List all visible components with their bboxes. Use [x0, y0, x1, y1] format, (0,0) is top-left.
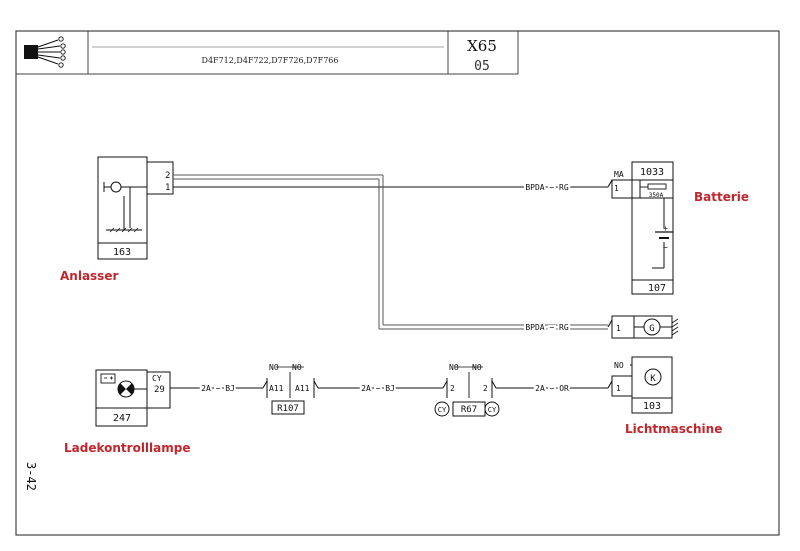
wire-label-alternator: BPDA − RG	[525, 323, 569, 332]
r67-id: R67	[461, 405, 477, 415]
page-ref: 3-42	[24, 462, 38, 491]
wire-label-lamp-r107: 2A − BJ	[201, 384, 235, 393]
wire-label-r107-r67: 2A − BJ	[361, 384, 395, 393]
battery-terminal-label: MA	[614, 170, 624, 179]
alternator-pin-no: NO	[614, 361, 624, 370]
battery-plus: +	[663, 224, 668, 233]
r67-right-no: NO	[472, 363, 482, 372]
warning-lamp-label: Ladekontrolllampe	[64, 441, 191, 455]
starter-component: 2 1 163	[97, 156, 174, 260]
lamp-pin: 29	[154, 385, 165, 395]
header: D4F712,D4F722,D7F726,D7F766 X65 05	[16, 31, 519, 75]
lamp-color-code: CY	[152, 374, 162, 383]
fuse-icon	[640, 183, 667, 190]
alternator-pin-g: 1	[616, 324, 621, 333]
battery-label: Batterie	[694, 190, 749, 204]
connector-logo-icon	[24, 36, 66, 68]
excitation-icon: K	[644, 368, 662, 386]
alternator-label: Lichtmaschine	[625, 422, 722, 436]
alternator-component: 1 G NO 1 K 103	[611, 315, 679, 414]
r67-left-color: CY	[438, 406, 447, 414]
lamp-icon	[117, 380, 147, 398]
r107-right-pin: A11	[295, 384, 310, 393]
r67-left-no: NO	[449, 363, 459, 372]
starter-id: 163	[113, 247, 131, 258]
svg-text:G: G	[649, 324, 654, 334]
starter-label: Anlasser	[60, 269, 118, 283]
r67-right-pin: 2	[483, 384, 488, 393]
battery-component: 1033 MA 1 350A + − 107	[611, 161, 674, 295]
alternator-id: 103	[643, 401, 661, 412]
fuse-rating: 350A	[649, 192, 664, 199]
wire-starter-alternator	[173, 174, 613, 336]
r107-left-pin: A11	[269, 384, 284, 393]
battery-minus: −	[663, 243, 668, 252]
starter-motor-icon	[103, 181, 147, 233]
page-number: 05	[474, 59, 490, 74]
page-frame	[15, 30, 780, 536]
r67-right-color: CY	[488, 406, 497, 414]
alternator-pin-k: 1	[616, 384, 621, 393]
wire-label-r67-alternator: 2A − OR	[535, 384, 569, 393]
generator-icon: G	[634, 318, 679, 336]
starter-pin-2: 2	[165, 171, 170, 181]
battery-pin: 1	[614, 184, 619, 193]
connector-r107: NO NO A11 A11 R107	[262, 363, 319, 415]
starter-pin-1: 1	[165, 183, 170, 193]
engine-codes: D4F712,D4F722,D7F726,D7F766	[202, 56, 339, 65]
r107-id: R107	[277, 404, 299, 414]
battery-symbol-icon	[100, 373, 116, 384]
r67-left-pin: 2	[450, 384, 455, 393]
battery-cell-icon	[652, 198, 673, 269]
wire-r67-alternator	[496, 380, 613, 389]
relay-id: 107	[648, 283, 666, 294]
r107-left-no: NO	[269, 363, 279, 372]
r107-right-no: NO	[292, 363, 302, 372]
warning-lamp-component: CY 29 247	[95, 369, 171, 427]
battery-id: 1033	[640, 167, 664, 178]
svg-text:K: K	[650, 374, 656, 384]
wire-label-battery: BPDA − RG	[525, 183, 569, 192]
lamp-id: 247	[113, 413, 131, 424]
connector-r67: NO NO 2 2 CY R67 CY	[434, 363, 500, 417]
section-code: X65	[467, 37, 497, 55]
